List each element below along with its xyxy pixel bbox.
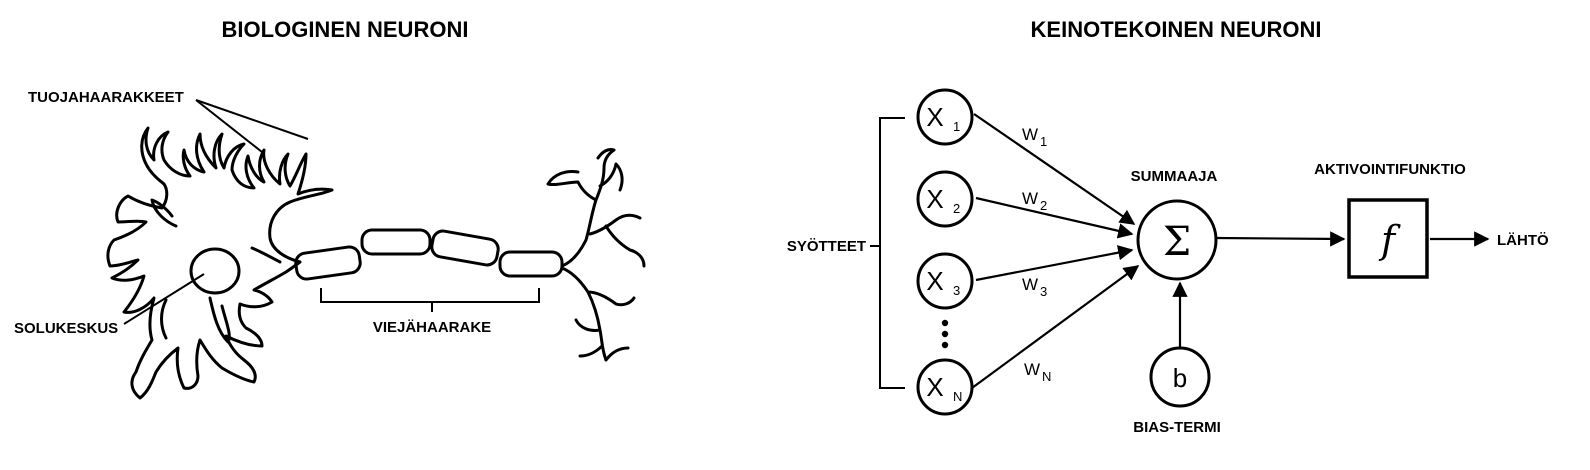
weight-label-3: W 3 — [1022, 275, 1047, 299]
svg-text:1: 1 — [1040, 134, 1047, 149]
biological-title: BIOLOGINEN NEURONI — [222, 17, 469, 42]
summer-node — [1136, 199, 1218, 281]
svg-text:3: 3 — [1040, 284, 1047, 299]
input-symbol: X — [926, 102, 943, 132]
bias-node — [1149, 346, 1211, 408]
svg-text:W: W — [1024, 360, 1040, 379]
axon-bracket — [320, 288, 540, 312]
axon-label: VIEJÄHAARAKE — [373, 319, 491, 336]
svg-text:2: 2 — [1040, 198, 1047, 213]
myelin-sheath — [498, 250, 564, 278]
nucleus — [189, 247, 241, 295]
input-node-n: X N — [916, 358, 974, 416]
weight-arrow-1 — [973, 113, 1136, 225]
svg-text:W: W — [1022, 125, 1038, 144]
bias-symbol: b — [1173, 363, 1187, 393]
weight-arrow-n — [971, 265, 1140, 389]
input-node-3: X 3 — [916, 252, 974, 310]
myelin-sheath — [294, 245, 362, 281]
svg-text:N: N — [1042, 369, 1051, 384]
weight-label-1: W 1 — [1022, 125, 1047, 149]
input-node-2: X 2 — [916, 170, 974, 228]
input-symbol: X — [926, 372, 943, 402]
input-subscript: N — [953, 389, 962, 404]
activation-label: AKTIVOINTIFUNKTIO — [1314, 161, 1466, 178]
ellipsis-dots — [941, 319, 949, 349]
weight-label-n: W N — [1024, 360, 1051, 384]
input-symbol: X — [926, 184, 943, 214]
weight-label-2: W 2 — [1022, 189, 1047, 213]
nucleus-leader-line — [123, 273, 205, 325]
dendrite-leader-line — [195, 99, 309, 140]
myelin-sheath — [430, 229, 500, 267]
output-label: LÄHTÖ — [1497, 232, 1549, 249]
biological-neuron-drawing — [106, 126, 646, 400]
sigma-icon: Σ — [1163, 219, 1191, 265]
axon-terminal — [546, 148, 646, 362]
dendrites-label: TUOJAHAARAKKEET — [28, 89, 184, 106]
inputs-bracket — [870, 117, 905, 389]
svg-text:W: W — [1022, 275, 1038, 294]
weight-arrow-2 — [975, 196, 1134, 239]
input-symbol: X — [926, 266, 943, 296]
inputs-label: SYÖTTEET — [787, 238, 866, 255]
input-subscript: 3 — [953, 283, 960, 298]
svg-text:X: X — [926, 102, 943, 132]
summer-label: SUMMAAJA — [1131, 168, 1218, 185]
input-subscript: 1 — [953, 119, 960, 134]
myelin-sheath — [360, 228, 432, 256]
activation-box — [1347, 198, 1429, 279]
sum-to-activation-arrow — [1215, 231, 1346, 247]
weight-arrow-3 — [975, 245, 1134, 282]
cell-body-outline — [106, 126, 334, 400]
bias-label: BIAS-TERMI — [1133, 419, 1221, 436]
dendrite-leader-line — [195, 99, 263, 153]
nucleus-label: SOLUKESKUS — [14, 320, 118, 337]
artificial-title: KEINOTEKOINEN NEURONI — [1031, 17, 1322, 42]
svg-text:W: W — [1022, 189, 1038, 208]
input-subscript: 2 — [953, 201, 960, 216]
input-node-1: X 1 — [916, 88, 974, 146]
